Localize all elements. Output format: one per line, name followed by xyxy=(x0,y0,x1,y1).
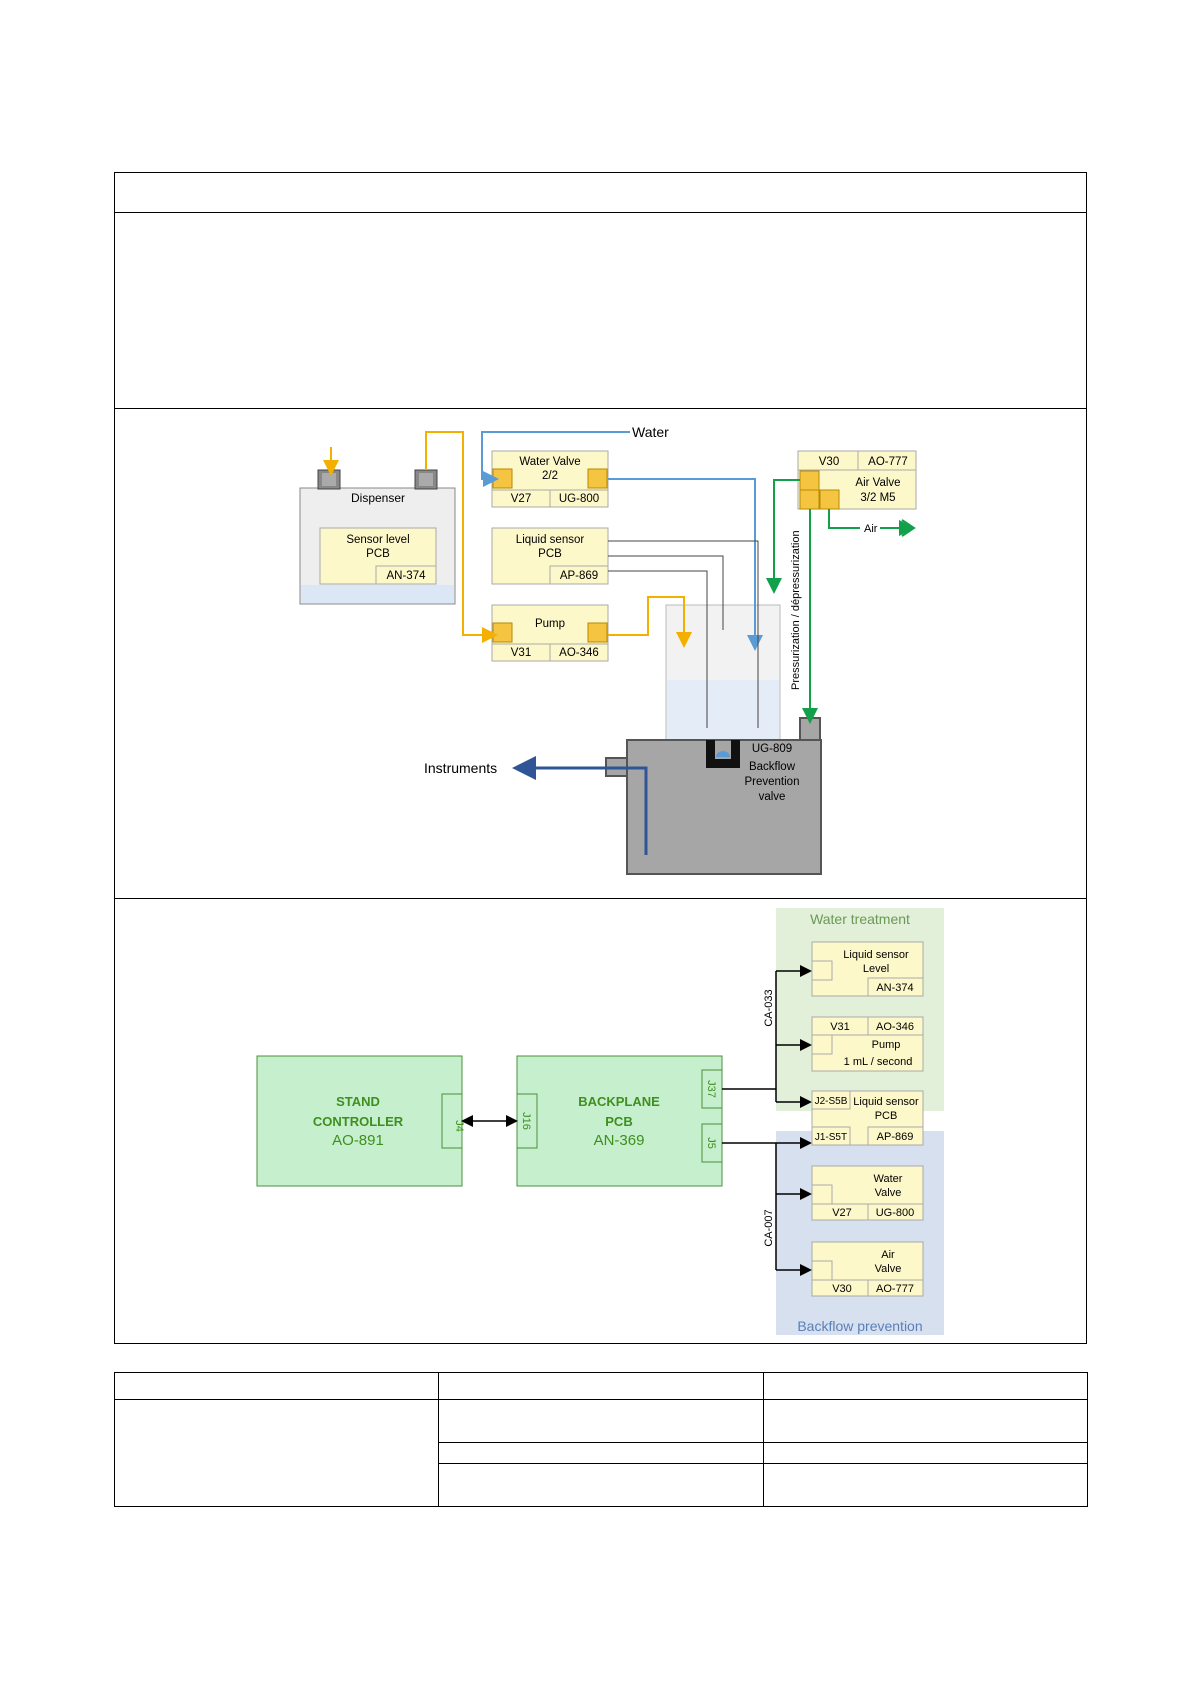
air-label: Air xyxy=(864,523,878,535)
wv-card-line1: Water xyxy=(874,1173,903,1185)
backflow-line2: Prevention xyxy=(745,776,800,788)
info-table xyxy=(114,1372,1088,1507)
air-pipes xyxy=(766,479,916,724)
backplane-j37: J37 xyxy=(705,1080,717,1098)
cable-ca007: CA-007 xyxy=(763,1209,775,1246)
av-card-tag: V30 xyxy=(832,1283,852,1295)
table-header-cell xyxy=(438,1372,764,1400)
backplane-line1: BACKPLANE xyxy=(578,1094,660,1109)
table-cell xyxy=(114,1399,439,1507)
water-valve-tag: V27 xyxy=(511,493,531,505)
air-valve-card: Air Valve V30 AO-777 xyxy=(811,1241,924,1297)
liquid-sensor-ref: AP-869 xyxy=(560,570,598,582)
table-header-cell xyxy=(114,1372,439,1400)
water-treatment-group xyxy=(776,908,944,1111)
liquid-sensor-pcb-card: J2-S5B J1-S5T Liquid sensor PCB AP-869 xyxy=(811,1090,924,1146)
liquid-sensor-line1: Liquid sensor xyxy=(516,534,585,546)
lsl-ref: AN-374 xyxy=(876,982,913,994)
pump-ref: AO-346 xyxy=(559,647,599,659)
pump-card-line2: 1 mL / second xyxy=(844,1056,913,1068)
backflow-prevention-title: Backflow prevention xyxy=(797,1318,922,1334)
backflow-ref: UG-809 xyxy=(752,743,792,755)
water-valve: Water Valve 2/2 V27 UG-800 xyxy=(491,450,609,508)
row-divider-1 xyxy=(114,212,1087,213)
backflow-prevention-group xyxy=(776,1131,944,1335)
water-valve-line2: 2/2 xyxy=(542,470,558,482)
lsp-line2: PCB xyxy=(875,1110,898,1122)
backplane-ref: AN-369 xyxy=(594,1132,645,1149)
orange-pipes xyxy=(323,431,692,648)
water-valve-card: Water Valve V27 UG-800 xyxy=(811,1165,924,1221)
stand-controller-line2: CONTROLLER xyxy=(313,1114,404,1129)
row-divider-3 xyxy=(114,898,1087,899)
pressurization-label: Pressurization / dépressurization xyxy=(790,530,802,690)
table-cell xyxy=(438,1442,764,1464)
sensor-level-line2: PCB xyxy=(366,548,390,560)
sensor-cables xyxy=(608,540,759,728)
lsl-line1: Liquid sensor xyxy=(843,949,909,961)
av-card-line2: Valve xyxy=(875,1263,902,1275)
wv-card-tag: V27 xyxy=(832,1207,852,1219)
liquid-sensor-level-card: Liquid sensor Level AN-374 xyxy=(811,941,924,997)
av-card-ref: AO-777 xyxy=(876,1283,914,1295)
instruments-pipe xyxy=(512,756,648,855)
lsp-conn-top: J2-S5B xyxy=(815,1096,848,1107)
pump: Pump V31 AO-346 xyxy=(491,604,609,662)
water-treatment-title: Water treatment xyxy=(810,911,910,927)
stand-controller-line1: STAND xyxy=(336,1094,380,1109)
air-valve-ref: AO-777 xyxy=(868,456,908,468)
table-cell xyxy=(763,1399,1088,1443)
pump-tag: V31 xyxy=(511,647,531,659)
sensor-level-ref: AN-374 xyxy=(387,570,427,582)
pump-card-tag: V31 xyxy=(830,1021,850,1033)
row-divider-2 xyxy=(114,408,1087,409)
cable-bundles xyxy=(722,965,812,1276)
backplane-j16: J16 xyxy=(520,1112,532,1130)
backplane-j5: J5 xyxy=(705,1137,717,1149)
sensor-level-line1: Sensor level xyxy=(346,534,409,546)
lsp-ref: AP-869 xyxy=(877,1131,914,1143)
air-valve-line1: Air Valve xyxy=(855,477,900,489)
liquid-sensor-line2: PCB xyxy=(538,548,562,560)
backflow-line3: valve xyxy=(759,791,786,803)
backflow-line1: Backflow xyxy=(749,761,796,773)
lsp-line1: Liquid sensor xyxy=(853,1096,919,1108)
lsp-conn-bottom: J1-S5T xyxy=(815,1132,847,1143)
water-label: Water xyxy=(632,424,669,440)
instruments-label: Instruments xyxy=(424,760,497,776)
stand-controller: STAND CONTROLLER AO-891 J4 xyxy=(256,1055,465,1187)
liquid-sensor-pcb: Liquid sensor PCB AP-869 xyxy=(491,527,609,585)
table-cell xyxy=(763,1463,1088,1507)
water-valve-ref: UG-800 xyxy=(559,493,599,505)
water-valve-line1: Water Valve xyxy=(519,456,580,468)
lsl-line2: Level xyxy=(863,963,889,975)
backplane-pcb: BACKPLANE PCB AN-369 J16 J37 J5 xyxy=(516,1055,723,1187)
pump-card-line1: Pump xyxy=(872,1039,901,1051)
air-valve-line2: 3/2 M5 xyxy=(860,492,895,504)
table-cell xyxy=(438,1399,764,1443)
dispenser-label: Dispenser xyxy=(351,491,405,505)
wv-card-ref: UG-800 xyxy=(876,1207,915,1219)
form-frame xyxy=(114,172,1087,1344)
backplane-line2: PCB xyxy=(605,1114,632,1129)
stand-controller-ref: AO-891 xyxy=(332,1132,384,1149)
pump-card-ref: AO-346 xyxy=(876,1021,914,1033)
table-cell xyxy=(438,1463,764,1507)
cable-ca033: CA-033 xyxy=(763,989,775,1026)
stand-controller-j4: J4 xyxy=(453,1120,465,1132)
pump-label: Pump xyxy=(535,618,565,630)
table-cell xyxy=(763,1442,1088,1464)
wv-card-line2: Valve xyxy=(875,1187,902,1199)
av-card-line1: Air xyxy=(881,1249,895,1261)
pump-card: V31 AO-346 Pump 1 mL / second xyxy=(811,1016,924,1072)
sensor-level-pcb: Sensor level PCB AN-374 xyxy=(319,527,437,585)
water-pipes xyxy=(481,431,763,651)
table-header-cell xyxy=(763,1372,1088,1400)
air-valve-tag: V30 xyxy=(819,456,839,468)
